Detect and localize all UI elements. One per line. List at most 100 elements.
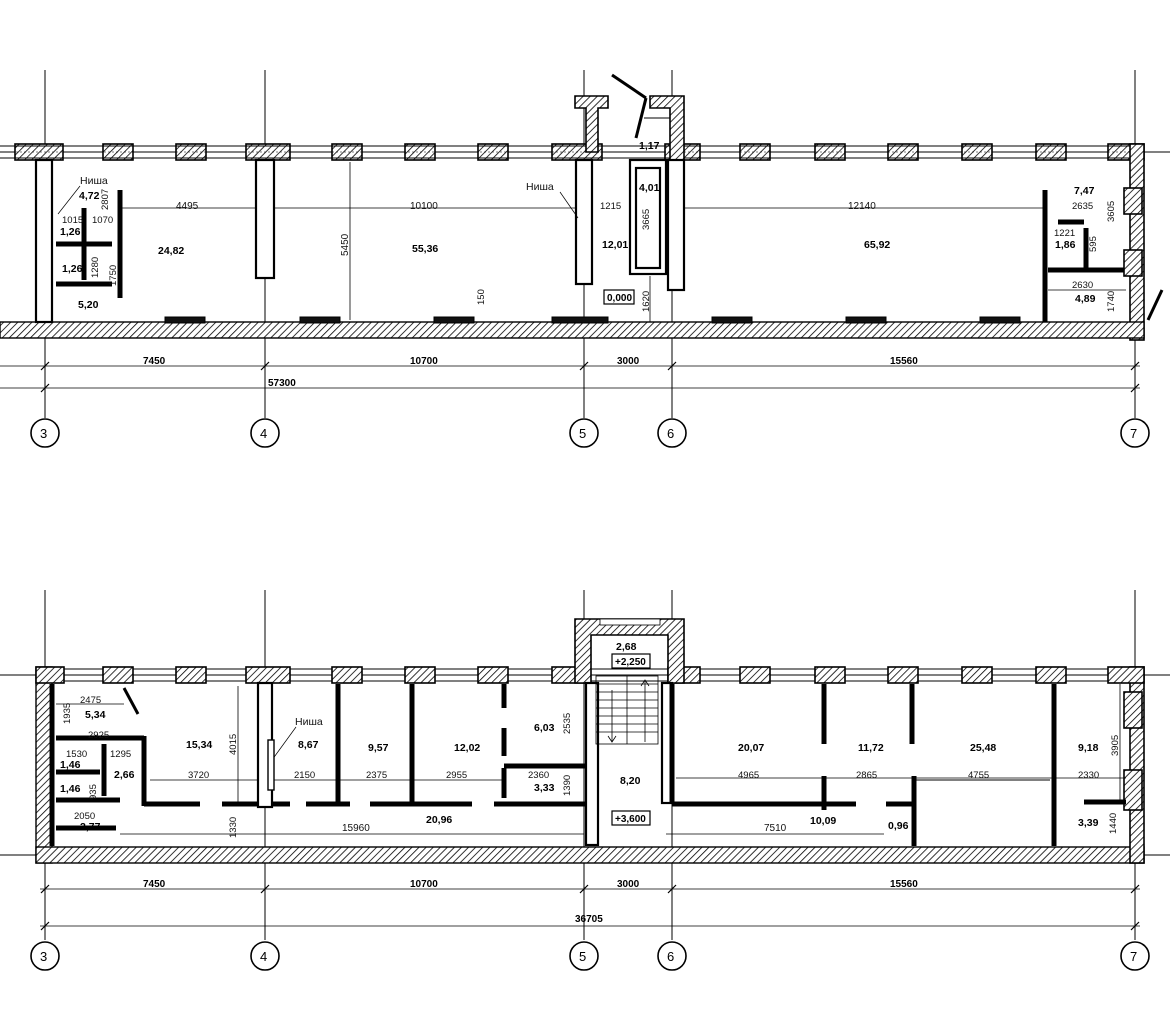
bay-dim: 7450 <box>143 356 166 367</box>
room-area: 4,01 <box>639 182 660 194</box>
dim-value: 2150 <box>294 770 315 781</box>
bay-dim: 7450 <box>143 879 166 890</box>
dim-value: 1330 <box>228 817 239 838</box>
leader-line <box>57 185 81 215</box>
room-areas: 5,34 1,46 2,66 1,46 2,77 15,34 8,67 9,57… <box>60 641 1099 833</box>
dim-value: 1215 <box>600 201 621 212</box>
dim-value: 1750 <box>108 265 119 286</box>
pier-axis-4 <box>254 158 276 280</box>
level-mark-value: +3,600 <box>615 814 646 825</box>
dim-value: 2865 <box>856 770 877 781</box>
window-sill <box>433 316 475 324</box>
dim-value: 2375 <box>366 770 387 781</box>
axis-bubble-5 <box>569 941 599 971</box>
dim-value: 1280 <box>90 257 101 278</box>
dim-value: 4755 <box>968 770 989 781</box>
dim-value: 2955 <box>446 770 467 781</box>
level-mark <box>611 653 651 669</box>
axis-label: 4 <box>260 949 267 964</box>
room-area: 25,48 <box>970 742 996 754</box>
dim-tick <box>40 383 50 393</box>
right-wall <box>1129 143 1145 341</box>
dim-value: 2330 <box>1078 770 1099 781</box>
dim-value: 2475 <box>80 695 101 706</box>
dim-value: 150 <box>476 289 487 305</box>
room-area: 12,02 <box>454 742 480 754</box>
window-sill <box>164 316 206 324</box>
door-leaf <box>122 687 140 715</box>
stair-shaft-inner <box>634 166 662 270</box>
axis-label: 5 <box>579 426 586 441</box>
stair-wall-left <box>574 95 609 153</box>
axis-label: 7 <box>1130 426 1137 441</box>
dim-value: 1070 <box>92 215 113 226</box>
room-area: 20,07 <box>738 742 764 754</box>
dim-value: 2925 <box>88 730 109 741</box>
bay-dim: 3000 <box>617 356 640 367</box>
axis-bubble-7 <box>1120 941 1150 971</box>
room-area: 9,18 <box>1078 742 1099 754</box>
room-area: 1,26 <box>60 226 81 238</box>
dim-value: 1620 <box>641 291 652 312</box>
dim-value: 2635 <box>1072 201 1093 212</box>
dim-value: 3905 <box>1110 735 1121 756</box>
dim-value: 1295 <box>110 749 131 760</box>
room-area: 10,09 <box>810 815 836 827</box>
bottom-wall <box>0 321 1145 339</box>
wall-pier <box>739 666 771 684</box>
room-area: 3,33 <box>534 782 555 794</box>
room-area: 1,17 <box>639 140 660 152</box>
dim-value: 7510 <box>764 823 787 834</box>
room-area: 1,46 <box>60 783 81 795</box>
room-area: 1,86 <box>1055 239 1076 251</box>
overall-dim: 57300 <box>268 378 296 389</box>
bay-dim: 15560 <box>890 356 918 367</box>
leader-line <box>559 191 579 219</box>
axis-bubble-6 <box>657 941 687 971</box>
niche-label: Ниша <box>526 181 554 193</box>
exterior-dimensions: 7450 10700 3000 15560 36705 <box>40 879 1140 931</box>
dim-value: 1390 <box>562 775 573 796</box>
wall-pier <box>331 666 363 684</box>
partitions <box>56 190 1164 322</box>
axis-bubble-4 <box>250 418 280 448</box>
dim-value: 3665 <box>641 209 652 230</box>
room-area: 24,82 <box>158 245 184 257</box>
dim-tick <box>579 361 589 371</box>
room-area: 7,47 <box>1074 185 1095 197</box>
axis-label: 4 <box>260 426 267 441</box>
wall-pier <box>887 666 919 684</box>
door-leaf <box>1146 289 1164 321</box>
room-area: 55,36 <box>412 243 438 255</box>
dim-value: 12140 <box>848 201 876 212</box>
wall-pier <box>1123 249 1143 277</box>
interior-dimension-labels: 2807 1015 1070 1280 1750 4495 10100 5450… <box>62 189 1117 312</box>
dim-tick <box>40 884 50 894</box>
bay-dim: 15560 <box>890 879 918 890</box>
dim-value: 3720 <box>188 770 209 781</box>
wall-pier <box>245 666 291 684</box>
level-mark <box>611 810 651 826</box>
wall-pier <box>404 666 436 684</box>
wall-pier <box>175 666 207 684</box>
pier-axis-5 <box>574 158 594 286</box>
dim-value: 4495 <box>176 201 199 212</box>
niche <box>267 739 275 791</box>
ground-floor-plan: Ниша Ниша 4,72 1,26 1,26 5,20 24,82 55,3… <box>0 70 1170 448</box>
upper-floor-plan: Ниша 5,34 1,46 2,66 1,46 2,77 15,34 8,67… <box>0 590 1170 971</box>
stair-arrow-head <box>607 735 617 743</box>
room-area: 9,57 <box>368 742 389 754</box>
dim-value: 10100 <box>410 201 438 212</box>
window-sill <box>551 316 609 324</box>
dim-tick <box>1130 383 1140 393</box>
axis-label: 6 <box>667 949 674 964</box>
dim-value: 1530 <box>66 749 87 760</box>
dim-value: 1740 <box>1106 291 1117 312</box>
room-area: 8,20 <box>620 775 641 787</box>
exterior-dimensions: 7450 10700 3000 15560 57300 <box>0 356 1140 393</box>
dim-value: 1935 <box>62 703 73 724</box>
stair-arrow-head <box>640 679 650 687</box>
axis-bubble-3 <box>30 418 60 448</box>
room-areas: 4,72 1,26 1,26 5,20 24,82 55,36 1,17 4,0… <box>60 140 1096 311</box>
